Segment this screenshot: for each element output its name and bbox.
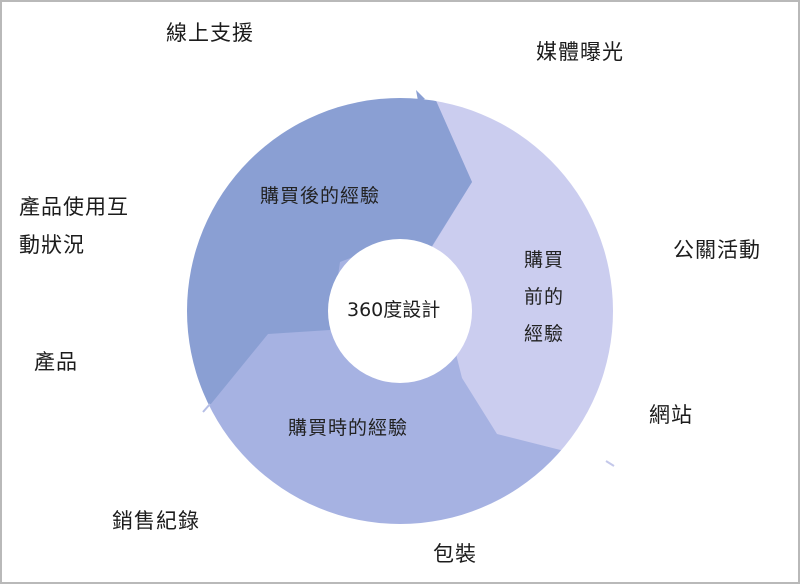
label-pr-events: 公關活動 [673,238,761,262]
label-product-usage: 產品使用互 動狀況 [19,188,129,264]
segment-post-purchase-label: 購買後的經驗 [260,185,381,207]
label-product: 產品 [34,350,78,374]
label-product-usage-line-2: 動狀況 [19,233,85,257]
segment-pre-purchase-label-line-3: 經驗 [524,323,565,345]
segment-pre-purchase-label: 購買 前的 經驗 [524,242,564,353]
label-online-support: 線上支援 [166,21,254,45]
label-website: 網站 [649,403,693,427]
segment-during-purchase-label: 購買時的經驗 [288,417,409,439]
label-packaging: 包裝 [433,542,477,566]
segment-pre-purchase [418,60,700,470]
segment-post-purchase [100,60,472,520]
label-media-exposure: 媒體曝光 [536,40,624,64]
center-label: 360度設計 [347,299,441,321]
label-sales-records: 銷售紀錄 [112,509,200,533]
seam-tick-right [605,460,615,467]
post-purchase-arrow-tip [416,90,425,101]
segment-pre-purchase-label-line-1: 購買 [524,249,565,271]
seam-tick-left [202,403,211,413]
segment-pre-purchase-label-line-2: 前的 [524,286,565,308]
label-product-usage-line-1: 產品使用互 [19,195,129,219]
